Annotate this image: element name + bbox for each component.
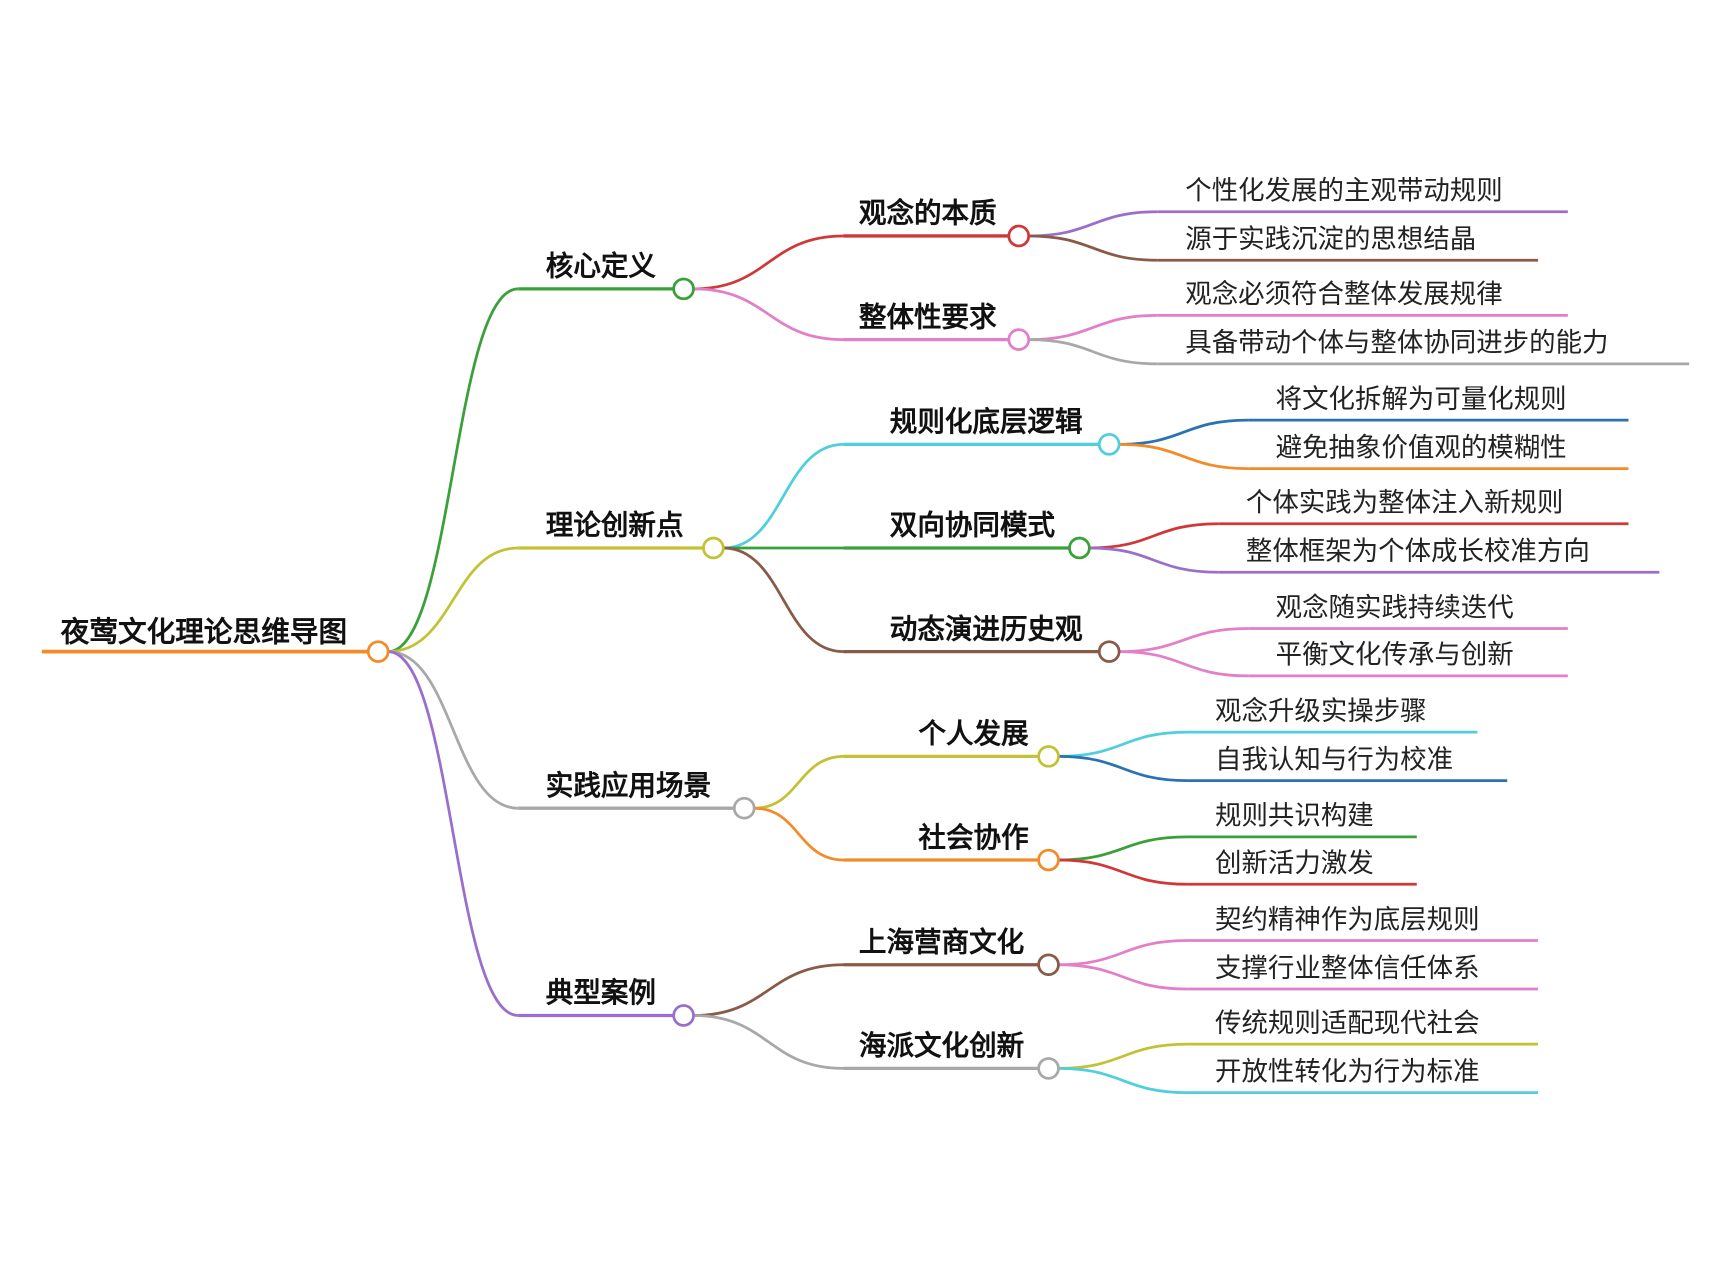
leaf-connector bbox=[1119, 418, 1249, 446]
branch-node-toggle[interactable] bbox=[672, 277, 695, 301]
leaf-node-label[interactable]: 创新活力激发 bbox=[1215, 848, 1374, 879]
leaf-node-label[interactable]: 观念必须符合整体发展规律 bbox=[1185, 279, 1502, 310]
branch-connector bbox=[387, 650, 519, 1017]
subtopic-connector bbox=[723, 546, 844, 654]
branch-node-toggle[interactable] bbox=[672, 1004, 695, 1027]
subtopic-connector bbox=[693, 963, 844, 1017]
subtopic-connector bbox=[754, 806, 844, 862]
branch-node-label[interactable]: 实践应用场景 bbox=[546, 770, 711, 802]
subtopic-connector bbox=[693, 287, 844, 341]
leaf-connector bbox=[1058, 1067, 1188, 1095]
leaf-connector bbox=[1089, 522, 1219, 550]
leaf-node-label[interactable]: 个性化发展的主观带动规则 bbox=[1185, 176, 1502, 207]
subtopic-node-toggle[interactable] bbox=[1068, 536, 1091, 560]
subtopic-node-label[interactable]: 海派文化创新 bbox=[859, 1030, 1024, 1062]
subtopic-node-label[interactable]: 动态演进历史观 bbox=[890, 613, 1083, 645]
leaf-connector bbox=[1028, 313, 1158, 341]
subtopic-node-toggle[interactable] bbox=[1007, 224, 1031, 248]
leaf-node-label[interactable]: 源于实践沉淀的思想结晶 bbox=[1185, 224, 1476, 255]
subtopic-node-label[interactable]: 规则化底层逻辑 bbox=[890, 406, 1083, 438]
leaf-connector bbox=[1058, 1042, 1188, 1070]
leaf-connector bbox=[1119, 650, 1249, 678]
subtopic-node-toggle[interactable] bbox=[1037, 848, 1060, 872]
subtopic-node-toggle[interactable] bbox=[1037, 745, 1060, 768]
leaf-node-label[interactable]: 规则共识构建 bbox=[1215, 801, 1374, 832]
branch-node-label[interactable]: 典型案例 bbox=[546, 977, 656, 1009]
leaf-connector bbox=[1028, 338, 1158, 366]
branch-connector bbox=[388, 650, 519, 810]
leaf-node-label[interactable]: 传统规则适配现代社会 bbox=[1215, 1008, 1480, 1039]
subtopic-connector bbox=[754, 754, 844, 810]
leaf-connector bbox=[1058, 835, 1188, 862]
leaf-connector bbox=[1089, 546, 1219, 574]
leaf-connector bbox=[1058, 754, 1188, 783]
subtopic-node-label[interactable]: 观念的本质 bbox=[859, 198, 997, 230]
subtopic-node-label[interactable]: 社会协作 bbox=[918, 822, 1028, 854]
leaf-node-label[interactable]: 平衡文化传承与创新 bbox=[1276, 640, 1514, 671]
leaf-node-label[interactable]: 观念随实践持续迭代 bbox=[1276, 592, 1514, 623]
subtopic-node-toggle[interactable] bbox=[1037, 1057, 1060, 1080]
leaf-connector bbox=[1058, 963, 1188, 991]
branch-node-label[interactable]: 理论创新点 bbox=[546, 510, 684, 542]
subtopic-node-label[interactable]: 上海营商文化 bbox=[859, 927, 1024, 959]
subtopic-connector bbox=[693, 234, 844, 291]
root-node-toggle[interactable] bbox=[366, 640, 390, 663]
leaf-node-label[interactable]: 支撑行业整体信任体系 bbox=[1215, 953, 1480, 984]
leaf-node-label[interactable]: 个体实践为整体注入新规则 bbox=[1246, 488, 1563, 519]
leaf-node-label[interactable]: 自我认知与行为校准 bbox=[1215, 745, 1453, 776]
branch-node-toggle[interactable] bbox=[732, 796, 756, 820]
leaf-connector bbox=[1119, 627, 1249, 654]
branch-connector bbox=[387, 287, 519, 654]
leaf-connector bbox=[1058, 730, 1188, 758]
leaf-connector bbox=[1028, 234, 1158, 262]
subtopic-node-toggle[interactable] bbox=[1037, 953, 1060, 977]
leaf-connector bbox=[1058, 858, 1188, 886]
branch-node-toggle[interactable] bbox=[702, 536, 725, 560]
subtopic-node-toggle[interactable] bbox=[1097, 433, 1121, 456]
leaf-connector bbox=[1028, 210, 1158, 238]
leaf-connector bbox=[1058, 939, 1188, 967]
subtopic-connector bbox=[693, 1014, 844, 1070]
leaf-node-label[interactable]: 整体框架为个体成长校准方向 bbox=[1246, 536, 1590, 567]
leaf-node-label[interactable]: 契约精神作为底层规则 bbox=[1215, 904, 1480, 935]
leaf-node-label[interactable]: 避免抽象价值观的模糊性 bbox=[1276, 432, 1567, 463]
leaf-node-label[interactable]: 开放性转化为行为标准 bbox=[1215, 1057, 1480, 1088]
leaf-node-label[interactable]: 将文化拆解为可量化规则 bbox=[1276, 384, 1567, 415]
subtopic-node-toggle[interactable] bbox=[1007, 328, 1031, 351]
subtopic-node-label[interactable]: 整体性要求 bbox=[859, 301, 997, 333]
subtopic-node-label[interactable]: 个人发展 bbox=[918, 718, 1029, 750]
leaf-node-label[interactable]: 具备带动个体与整体协同进步的能力 bbox=[1185, 328, 1608, 359]
branch-node-label[interactable]: 核心定义 bbox=[546, 251, 657, 283]
leaf-connector bbox=[1119, 442, 1249, 470]
root-node-label[interactable]: 夜莺文化理论思维导图 bbox=[60, 615, 348, 649]
subtopic-node-toggle[interactable] bbox=[1097, 640, 1121, 663]
branch-connector bbox=[388, 546, 519, 654]
subtopic-connector bbox=[723, 442, 844, 550]
leaf-node-label[interactable]: 观念升级实操步骤 bbox=[1215, 696, 1427, 727]
subtopic-node-label[interactable]: 双向协同模式 bbox=[890, 510, 1056, 542]
